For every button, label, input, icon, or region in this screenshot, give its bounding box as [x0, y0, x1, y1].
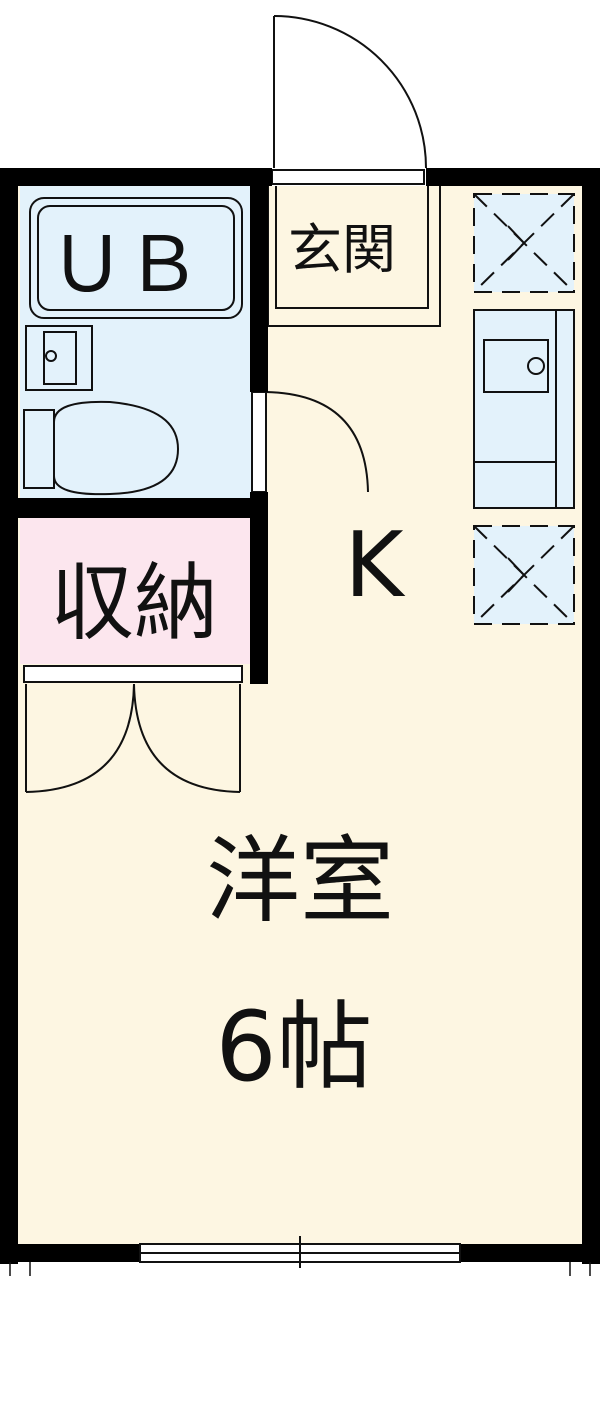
bathtub-inner: [37, 205, 235, 311]
bathtub: [29, 197, 243, 319]
entrance-area: [267, 186, 441, 327]
storage-area: [20, 518, 250, 664]
storage-label: 収納: [50, 554, 218, 652]
kitchen-counter: [473, 309, 575, 509]
sink: [25, 325, 93, 391]
kitchen-label: K: [344, 513, 405, 618]
kitchen-sink: [483, 339, 549, 393]
window: [139, 1236, 461, 1268]
walls: [0, 168, 600, 1264]
western-room-size-label: 6帖: [215, 991, 372, 1103]
toilet-bowl: [53, 400, 180, 496]
unit-bath-area: [20, 186, 252, 498]
kitchen-fixtures: [473, 193, 575, 625]
storage-door: [23, 665, 243, 793]
sink-drain: [45, 350, 57, 362]
unit-bath-label: ＵＢ: [49, 220, 201, 309]
entrance-label: 玄関: [288, 218, 396, 281]
kitchen-sink-drain: [527, 357, 545, 375]
entrance-door: [271, 15, 427, 185]
sink-basin: [43, 331, 77, 385]
western-room-label: 洋室: [206, 827, 394, 936]
dimension-ticks: [9, 1262, 591, 1276]
